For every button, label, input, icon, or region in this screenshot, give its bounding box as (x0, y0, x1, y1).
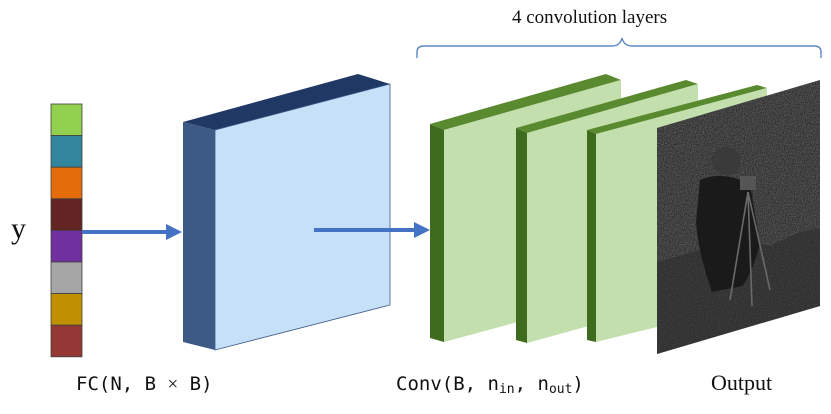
conv-layer-label: Conv(B, nin, nout) (396, 373, 584, 397)
vector-cell-5 (50, 229, 83, 263)
vector-cell-6 (50, 261, 83, 295)
fc-label-prefix: FC(N, B (76, 373, 168, 395)
fc-block (183, 74, 391, 351)
output-label: Output (711, 370, 773, 395)
arrow-vector-to-fc (82, 224, 182, 240)
fc-label-suffix: B) (178, 373, 213, 395)
input-vector-label: y (11, 212, 26, 245)
convolution-layers-label: 4 convolution layers (512, 7, 668, 28)
arrow-fc-to-conv (314, 222, 430, 238)
vector-cell-3 (50, 166, 83, 200)
conv-label-suffix: ) (572, 373, 584, 395)
conv-label-sub-out: out (548, 382, 573, 397)
vector-cell-4 (50, 198, 83, 231)
vector-cell-1 (50, 103, 83, 137)
conv-label-prefix: Conv(B, n (396, 373, 499, 395)
fc-layer-label: FC(N, B × B) (76, 373, 213, 396)
vector-cell-7 (50, 293, 83, 326)
input-vector (50, 103, 83, 358)
vector-cell-8 (50, 324, 83, 358)
conv-label-sep: , n (514, 373, 549, 395)
layers-brace (416, 37, 822, 58)
fc-block-side (183, 122, 215, 350)
conv-label-sub-in: in (498, 382, 515, 397)
fc-block-front (214, 83, 391, 351)
cameraman-photo-icon (657, 80, 820, 354)
times-symbol: × (167, 374, 179, 395)
output-image (657, 80, 820, 354)
fc-block-top (183, 74, 390, 130)
vector-cell-2 (50, 135, 83, 168)
